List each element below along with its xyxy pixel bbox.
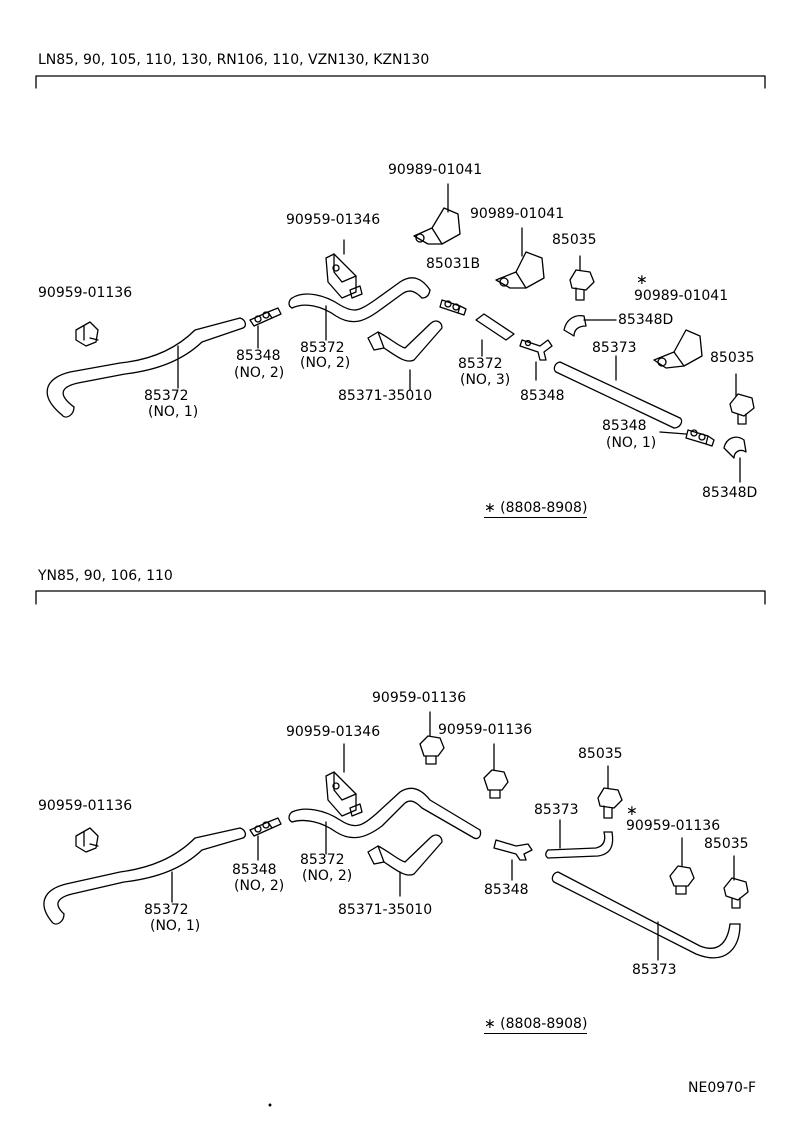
clip-90959-01136 xyxy=(75,321,99,347)
label-85348d-a: 85348D xyxy=(618,312,674,328)
label-85348-no1-sub: (NO, 1) xyxy=(606,435,657,451)
s2-clip-90959-01136-mid xyxy=(483,743,509,799)
s2-label-85373-b: 85373 xyxy=(632,962,677,978)
bracket-90989-01041-top xyxy=(413,183,461,245)
s2-label-85372-no1: 85372 xyxy=(144,902,189,918)
bracket-90989-01041-mid xyxy=(495,227,545,289)
s2-label-90959-01346: 90959-01346 xyxy=(286,724,381,740)
label-85372-no3-sub: (NO, 3) xyxy=(460,372,511,388)
s2-label-90959-01136-top: 90959-01136 xyxy=(372,690,467,706)
label-90959-01346: 90959-01346 xyxy=(286,212,381,228)
section2-header: YN85, 90, 106, 110 xyxy=(38,568,173,584)
s2-label-85035-b: 85035 xyxy=(704,836,749,852)
label-85035-b: 85035 xyxy=(710,350,755,366)
figure-code: NE0970-F xyxy=(688,1080,757,1096)
s2-label-85372-no1-sub: (NO, 1) xyxy=(150,918,201,934)
section1-frame xyxy=(35,75,766,89)
label-90989-01041-top: 90989-01041 xyxy=(388,162,483,178)
hose-85371-35010 xyxy=(367,320,443,391)
s2-label-85373-a: 85373 xyxy=(534,802,579,818)
nozzle-85035-a xyxy=(569,255,595,301)
bracket-90989-01041-right xyxy=(653,329,703,369)
s2-connector-85348-tee xyxy=(493,839,533,881)
s2-hose-85372-no1 xyxy=(43,827,247,925)
elbow-85348d-b xyxy=(723,436,747,483)
s2-hose-85373-long xyxy=(551,871,741,961)
connector-85348-tee xyxy=(519,339,553,381)
s2-clip-90959-01136-top xyxy=(419,711,445,765)
label-85372-no1: 85372 xyxy=(144,388,189,404)
hose-85372-no1 xyxy=(46,317,247,418)
s2-label-85035-a: 85035 xyxy=(578,746,623,762)
elbow-85348d-a xyxy=(563,314,617,337)
label-90989-01041-right: 90989-01041 xyxy=(634,288,729,304)
s2-label-90959-01136-right: 90959-01136 xyxy=(626,818,721,834)
s2-nozzle-85035-a xyxy=(597,765,623,819)
label-85348-no1: 85348 xyxy=(602,418,647,434)
s2-label-85348-no2: 85348 xyxy=(232,862,277,878)
s2-label-85371-35010: 85371-35010 xyxy=(338,902,433,918)
section1-header: LN85, 90, 105, 110, 130, RN106, 110, VZN… xyxy=(38,52,430,68)
connector-85031b xyxy=(439,299,467,316)
s2-bracket-90959-01346 xyxy=(325,743,363,817)
hose-85373 xyxy=(553,355,683,429)
connector-85348-no2 xyxy=(249,307,282,327)
stray-dot xyxy=(268,1103,272,1107)
label-85031b: 85031B xyxy=(426,256,481,272)
hose-85372-no3 xyxy=(475,313,515,357)
label-85372-no2-sub: (NO, 2) xyxy=(300,355,351,371)
label-85372-no2: 85372 xyxy=(300,340,345,356)
s2-label-85348-no2-sub: (NO, 2) xyxy=(234,878,285,894)
s2-hose-85371-35010 xyxy=(367,834,443,897)
s2-label-85348: 85348 xyxy=(484,882,529,898)
s2-connector-85348-no2 xyxy=(249,817,282,861)
hose-85372-no2 xyxy=(288,277,431,323)
label-90989-01041-mid: 90989-01041 xyxy=(470,206,565,222)
bracket-90959-01346 xyxy=(325,239,363,299)
section2-frame xyxy=(35,590,766,605)
s2-clip-90959-01136-right xyxy=(669,837,695,895)
label-85035-a: 85035 xyxy=(552,232,597,248)
label-85371-35010: 85371-35010 xyxy=(338,388,433,404)
label-85373: 85373 xyxy=(592,340,637,356)
connector-85348-no1 xyxy=(659,429,715,447)
s2-clip-90959-01136-left xyxy=(75,827,99,853)
s2-label-85372-no2-sub: (NO, 2) xyxy=(302,868,353,884)
label-90959-01136: 90959-01136 xyxy=(38,285,133,301)
section2-footnote: ∗ (8808-8908) xyxy=(484,1016,588,1034)
label-85348-no2-sub: (NO, 2) xyxy=(234,365,285,381)
nozzle-85035-b xyxy=(729,373,755,425)
s2-label-90959-01136-left: 90959-01136 xyxy=(38,798,133,814)
s2-nozzle-85035-b xyxy=(723,855,749,909)
label-85372-no3: 85372 xyxy=(458,356,503,372)
label-85372-no1-sub: (NO, 1) xyxy=(148,404,199,420)
label-85348-no2: 85348 xyxy=(236,348,281,364)
s2-hose-85372-no2 xyxy=(288,787,482,855)
s2-label-85372-no2: 85372 xyxy=(300,852,345,868)
label-85348-tee: 85348 xyxy=(520,388,565,404)
section1-footnote: ∗ (8808-8908) xyxy=(484,500,588,518)
s2-label-star: ∗ xyxy=(626,803,638,819)
label-star-1: ∗ xyxy=(636,272,648,288)
label-85348d-b: 85348D xyxy=(702,485,758,501)
s2-label-90959-01136-mid: 90959-01136 xyxy=(438,722,533,738)
section1-leaders xyxy=(177,305,327,389)
s2-hose-85373-short xyxy=(545,819,614,859)
